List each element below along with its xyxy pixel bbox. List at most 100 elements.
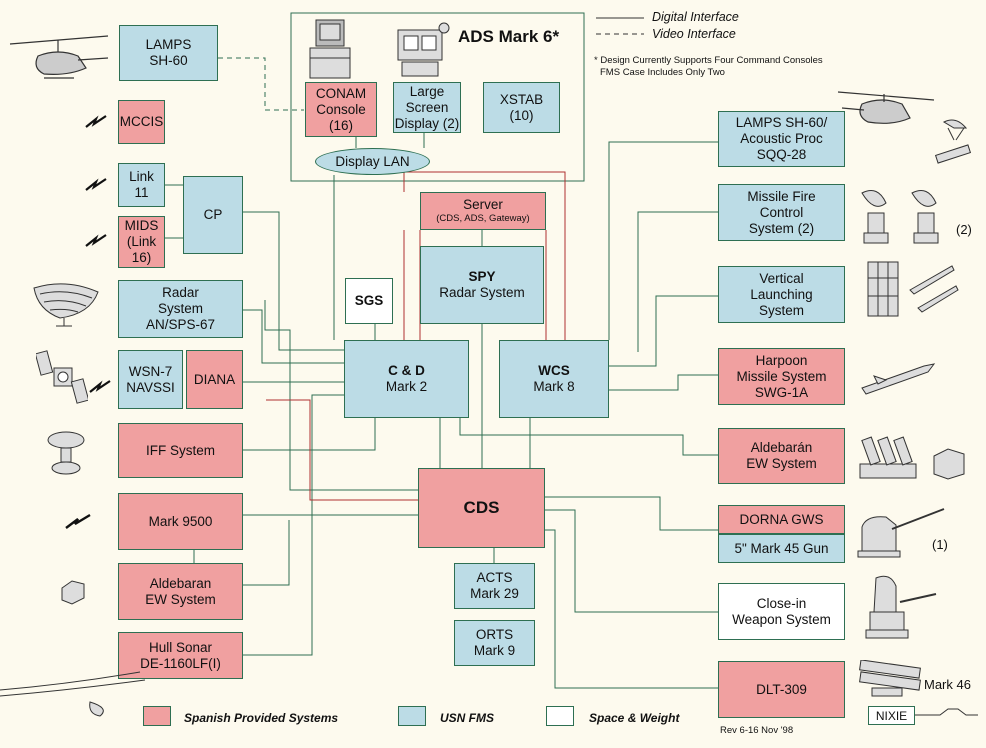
ciws-mount-icon <box>865 575 937 639</box>
lamps-acoustic-line1: LAMPS SH-60/ <box>735 115 828 130</box>
satellite-icon <box>36 350 88 404</box>
mark9500-box: Mark 9500 <box>118 493 243 550</box>
mids-box: MIDS (Link 16) <box>118 216 165 268</box>
radar-antenna-icon <box>33 283 99 327</box>
lightning-icon <box>89 380 111 393</box>
large-screen-display-box: Large Screen Display (2) <box>393 82 461 133</box>
vls-line2: Launching <box>750 286 813 302</box>
video-interface-label: Video Interface <box>652 27 736 41</box>
ads-title: ADS Mark 6* <box>458 27 560 46</box>
harpoon-missile-icon <box>861 363 936 395</box>
nixie-label: NIXIE <box>875 708 908 723</box>
revision-label: Rev 6-16 Nov '98 <box>720 725 794 736</box>
digital-interface-label: Digital Interface <box>652 10 739 24</box>
aldebaran-left-line1: Aldebaran <box>149 575 212 591</box>
radar-line2: System <box>157 301 203 316</box>
dlt309-box: DLT-309 <box>718 661 845 718</box>
xstab-box: XSTAB (10) <box>483 82 560 133</box>
lightning-icon <box>85 234 107 247</box>
wcs-line1: WCS <box>538 363 570 378</box>
dorna-gws-box: DORNA GWS <box>718 505 845 534</box>
large-screen-line2: Screen <box>405 99 449 115</box>
radar-line1: Radar <box>162 285 199 300</box>
cp-label: CP <box>203 207 223 222</box>
ciws-box: Close-in Weapon System <box>718 583 845 640</box>
cp-box: CP <box>183 176 243 254</box>
ship-hull-icon <box>0 671 146 717</box>
link11-line2: 11 <box>134 185 149 200</box>
mark9500-label: Mark 9500 <box>148 513 213 529</box>
helicopter-icon <box>837 91 935 124</box>
radar-line3: AN/SPS-67 <box>145 317 216 332</box>
gun-count: (1) <box>932 537 948 552</box>
lamps-sh60-box: LAMPS SH-60 <box>119 25 218 81</box>
sgs-label: SGS <box>354 293 384 308</box>
vls-launcher-icon <box>867 261 959 317</box>
aldebaran-ew-left-box: Aldebaran EW System <box>118 563 243 620</box>
legend-space: Space & Weight <box>589 711 680 725</box>
harpoon-box: Harpoon Missile System SWG-1A <box>718 348 845 405</box>
aldebaran-ew-right-box: Aldebarán EW System <box>718 428 845 484</box>
acts-line1: ACTS <box>476 570 513 585</box>
workstation-icon <box>309 19 351 79</box>
diana-box: DIANA <box>186 350 243 409</box>
torpedo-tube-icon <box>859 660 921 697</box>
wcs-line2: Mark 8 <box>533 379 575 394</box>
display-lan-ellipse: Display LAN <box>315 148 430 175</box>
lamps-acoustic-line2: Acoustic Proc <box>740 131 823 146</box>
orts-line1: ORTS <box>475 627 514 642</box>
conam-line3: (16) <box>328 117 353 133</box>
mccis-box: MCCIS <box>118 100 165 144</box>
harpoon-line1: Harpoon <box>755 352 808 368</box>
missile-fire-control-box: Missile Fire Control System (2) <box>718 184 845 241</box>
missile-director-count: (2) <box>956 222 972 237</box>
lightning-icon <box>65 513 91 529</box>
acts-line2: Mark 29 <box>470 586 519 601</box>
orts-box: ORTS Mark 9 <box>454 620 535 666</box>
large-screen-line1: Large <box>409 83 445 99</box>
mids-line2: (Link <box>126 234 157 249</box>
robot-display-icon <box>397 22 450 77</box>
missile-fire-line1: Missile Fire <box>747 188 816 204</box>
sgs-box: SGS <box>345 278 393 324</box>
hull-sonar-line1: Hull Sonar <box>148 639 213 655</box>
ciws-line2: Weapon System <box>732 611 831 627</box>
hull-sonar-box: Hull Sonar DE-1160LF(I) <box>118 632 243 679</box>
xstab-line2: (10) <box>509 107 534 123</box>
mids-line3: 16) <box>131 250 152 265</box>
lightning-icon <box>85 115 107 128</box>
cd-line1: C & D <box>388 363 425 378</box>
iff-system-box: IFF System <box>118 423 243 478</box>
decoy-launcher-icon <box>859 436 917 479</box>
orts-line2: Mark 9 <box>473 643 516 658</box>
ciws-line1: Close-in <box>756 595 807 611</box>
lightning-icon <box>85 178 107 191</box>
link11-box: Link 11 <box>118 163 165 207</box>
conam-line2: Console <box>316 101 366 117</box>
server-box: Server (CDS, ADS, Gateway) <box>420 192 546 230</box>
vertical-launching-box: Vertical Launching System <box>718 266 845 323</box>
radar-system-box: Radar System AN/SPS-67 <box>118 280 243 338</box>
spy-radar-box: SPY Radar System <box>420 246 544 324</box>
spy-line2: Radar System <box>439 285 525 300</box>
conam-console-box: CONAM Console (16) <box>305 82 377 137</box>
ads-enclosure <box>290 12 585 182</box>
missile-fire-line2: Control <box>759 204 804 220</box>
lamps-acoustic-box: LAMPS SH-60/ Acoustic Proc SQQ-28 <box>718 111 845 167</box>
xstab-line1: XSTAB <box>499 91 544 107</box>
legend-usn: USN FMS <box>440 711 494 725</box>
legend-spanish: Spanish Provided Systems <box>184 711 339 725</box>
lamps-acoustic-line3: SQQ-28 <box>756 147 807 162</box>
cd-line2: Mark 2 <box>385 379 428 394</box>
cds-box: CDS <box>418 468 545 548</box>
vls-line3: System <box>758 302 804 318</box>
diana-label: DIANA <box>193 371 236 387</box>
legend-swatch-space <box>546 706 574 726</box>
iff-label: IFF System <box>145 442 215 458</box>
mark46-label: Mark 46 <box>924 677 971 692</box>
iff-antenna-icon <box>47 431 85 475</box>
wsn7-navssi-box: WSN-7 NAVSSI <box>118 350 183 409</box>
vls-line1: Vertical <box>759 270 804 286</box>
naval-gun-icon <box>857 508 945 558</box>
dorna-label: DORNA GWS <box>739 511 824 527</box>
